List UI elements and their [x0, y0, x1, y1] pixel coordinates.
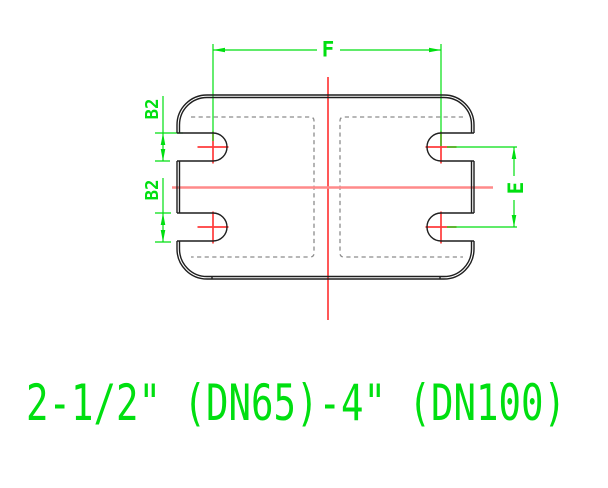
dim-e-arrow-top — [511, 147, 517, 159]
slot-upper-right — [426, 132, 474, 162]
slot-lower-right — [426, 212, 474, 242]
dim-f-label: F — [322, 38, 335, 62]
dim-f-arrow-right — [429, 47, 441, 53]
dim-b2-lower-arrow-top — [160, 213, 166, 225]
dim-b2-upper-label: B2 — [143, 98, 163, 119]
crosshair-lower-left — [197, 211, 229, 244]
dim-b2-lower-arrow-bottom — [160, 230, 166, 242]
slot-lower-left — [177, 212, 228, 242]
dimension-e — [447, 146, 517, 228]
dim-f-arrow-left — [213, 47, 225, 53]
dim-e-extension-lines — [447, 146, 517, 228]
slot-upper-left — [177, 132, 228, 162]
part-outer-surface — [176, 94, 475, 280]
dim-e-arrow-bottom — [511, 215, 517, 227]
dimension-b2-lower — [155, 178, 171, 243]
dim-b2-upper-extension-lines — [155, 132, 183, 162]
bottom-edge-seam-ticks — [211, 276, 441, 279]
dim-e-label: E — [504, 182, 528, 195]
centerlines — [172, 77, 493, 320]
dim-b2-upper-arrow-top — [160, 133, 166, 145]
part-inner-surface — [178, 96, 473, 278]
size-range-title: 2-1/2" (DN65)-4" (DN100) — [26, 374, 566, 432]
dim-b2-upper-arrow-bottom — [160, 149, 166, 161]
part-outline — [176, 94, 475, 280]
dim-b2-lower-label: B2 — [143, 179, 163, 200]
